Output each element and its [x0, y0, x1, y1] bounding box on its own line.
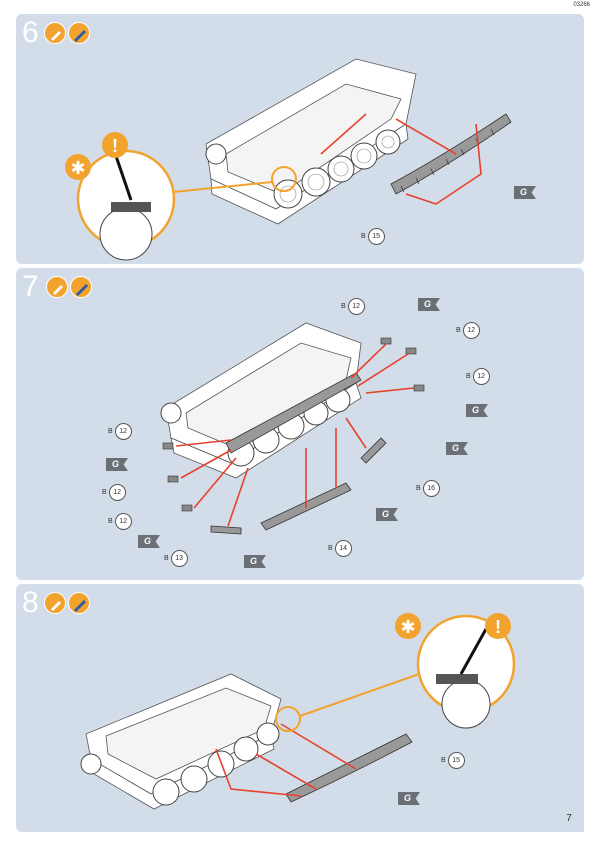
- color-flag: G: [418, 298, 440, 311]
- svg-text:✱: ✱: [70, 158, 85, 179]
- exclamation-icon: [102, 132, 128, 158]
- paint-brush-icon: [70, 276, 92, 298]
- paint-brush-icon: [68, 22, 90, 44]
- step-8-illustration: ✱ !: [80, 613, 516, 810]
- svg-text:!: !: [112, 136, 118, 156]
- svg-text:✱: ✱: [400, 617, 415, 638]
- glue-icon: [46, 276, 68, 298]
- color-flag: G: [466, 404, 488, 417]
- step-number: 7: [22, 270, 39, 303]
- glue-icon: [44, 592, 66, 614]
- step-7-illustration: [160, 322, 425, 535]
- color-flag: G: [514, 186, 536, 199]
- color-flag: G: [446, 442, 468, 455]
- page-number: 7: [554, 806, 584, 832]
- asterisk-icon: [395, 613, 421, 639]
- step-number: 8: [22, 586, 39, 619]
- part-label-b15: B 15: [361, 228, 385, 245]
- color-flag: G: [138, 535, 160, 548]
- color-flag: G: [398, 792, 420, 805]
- paint-brush-icon: [68, 592, 90, 614]
- svg-text:!: !: [495, 617, 501, 637]
- document-code: 03266: [573, 2, 590, 8]
- step-6-illustration: ✱ !: [65, 58, 512, 261]
- color-flag: G: [106, 458, 128, 471]
- color-flag: G: [244, 555, 266, 568]
- color-flag: G: [376, 508, 398, 521]
- asterisk-icon: [65, 154, 91, 180]
- step-number: 6: [22, 16, 39, 49]
- step-6-panel: ✱ ! 6 B 15 G: [16, 14, 584, 264]
- glue-icon: [44, 22, 66, 44]
- exclamation-icon: [485, 613, 511, 639]
